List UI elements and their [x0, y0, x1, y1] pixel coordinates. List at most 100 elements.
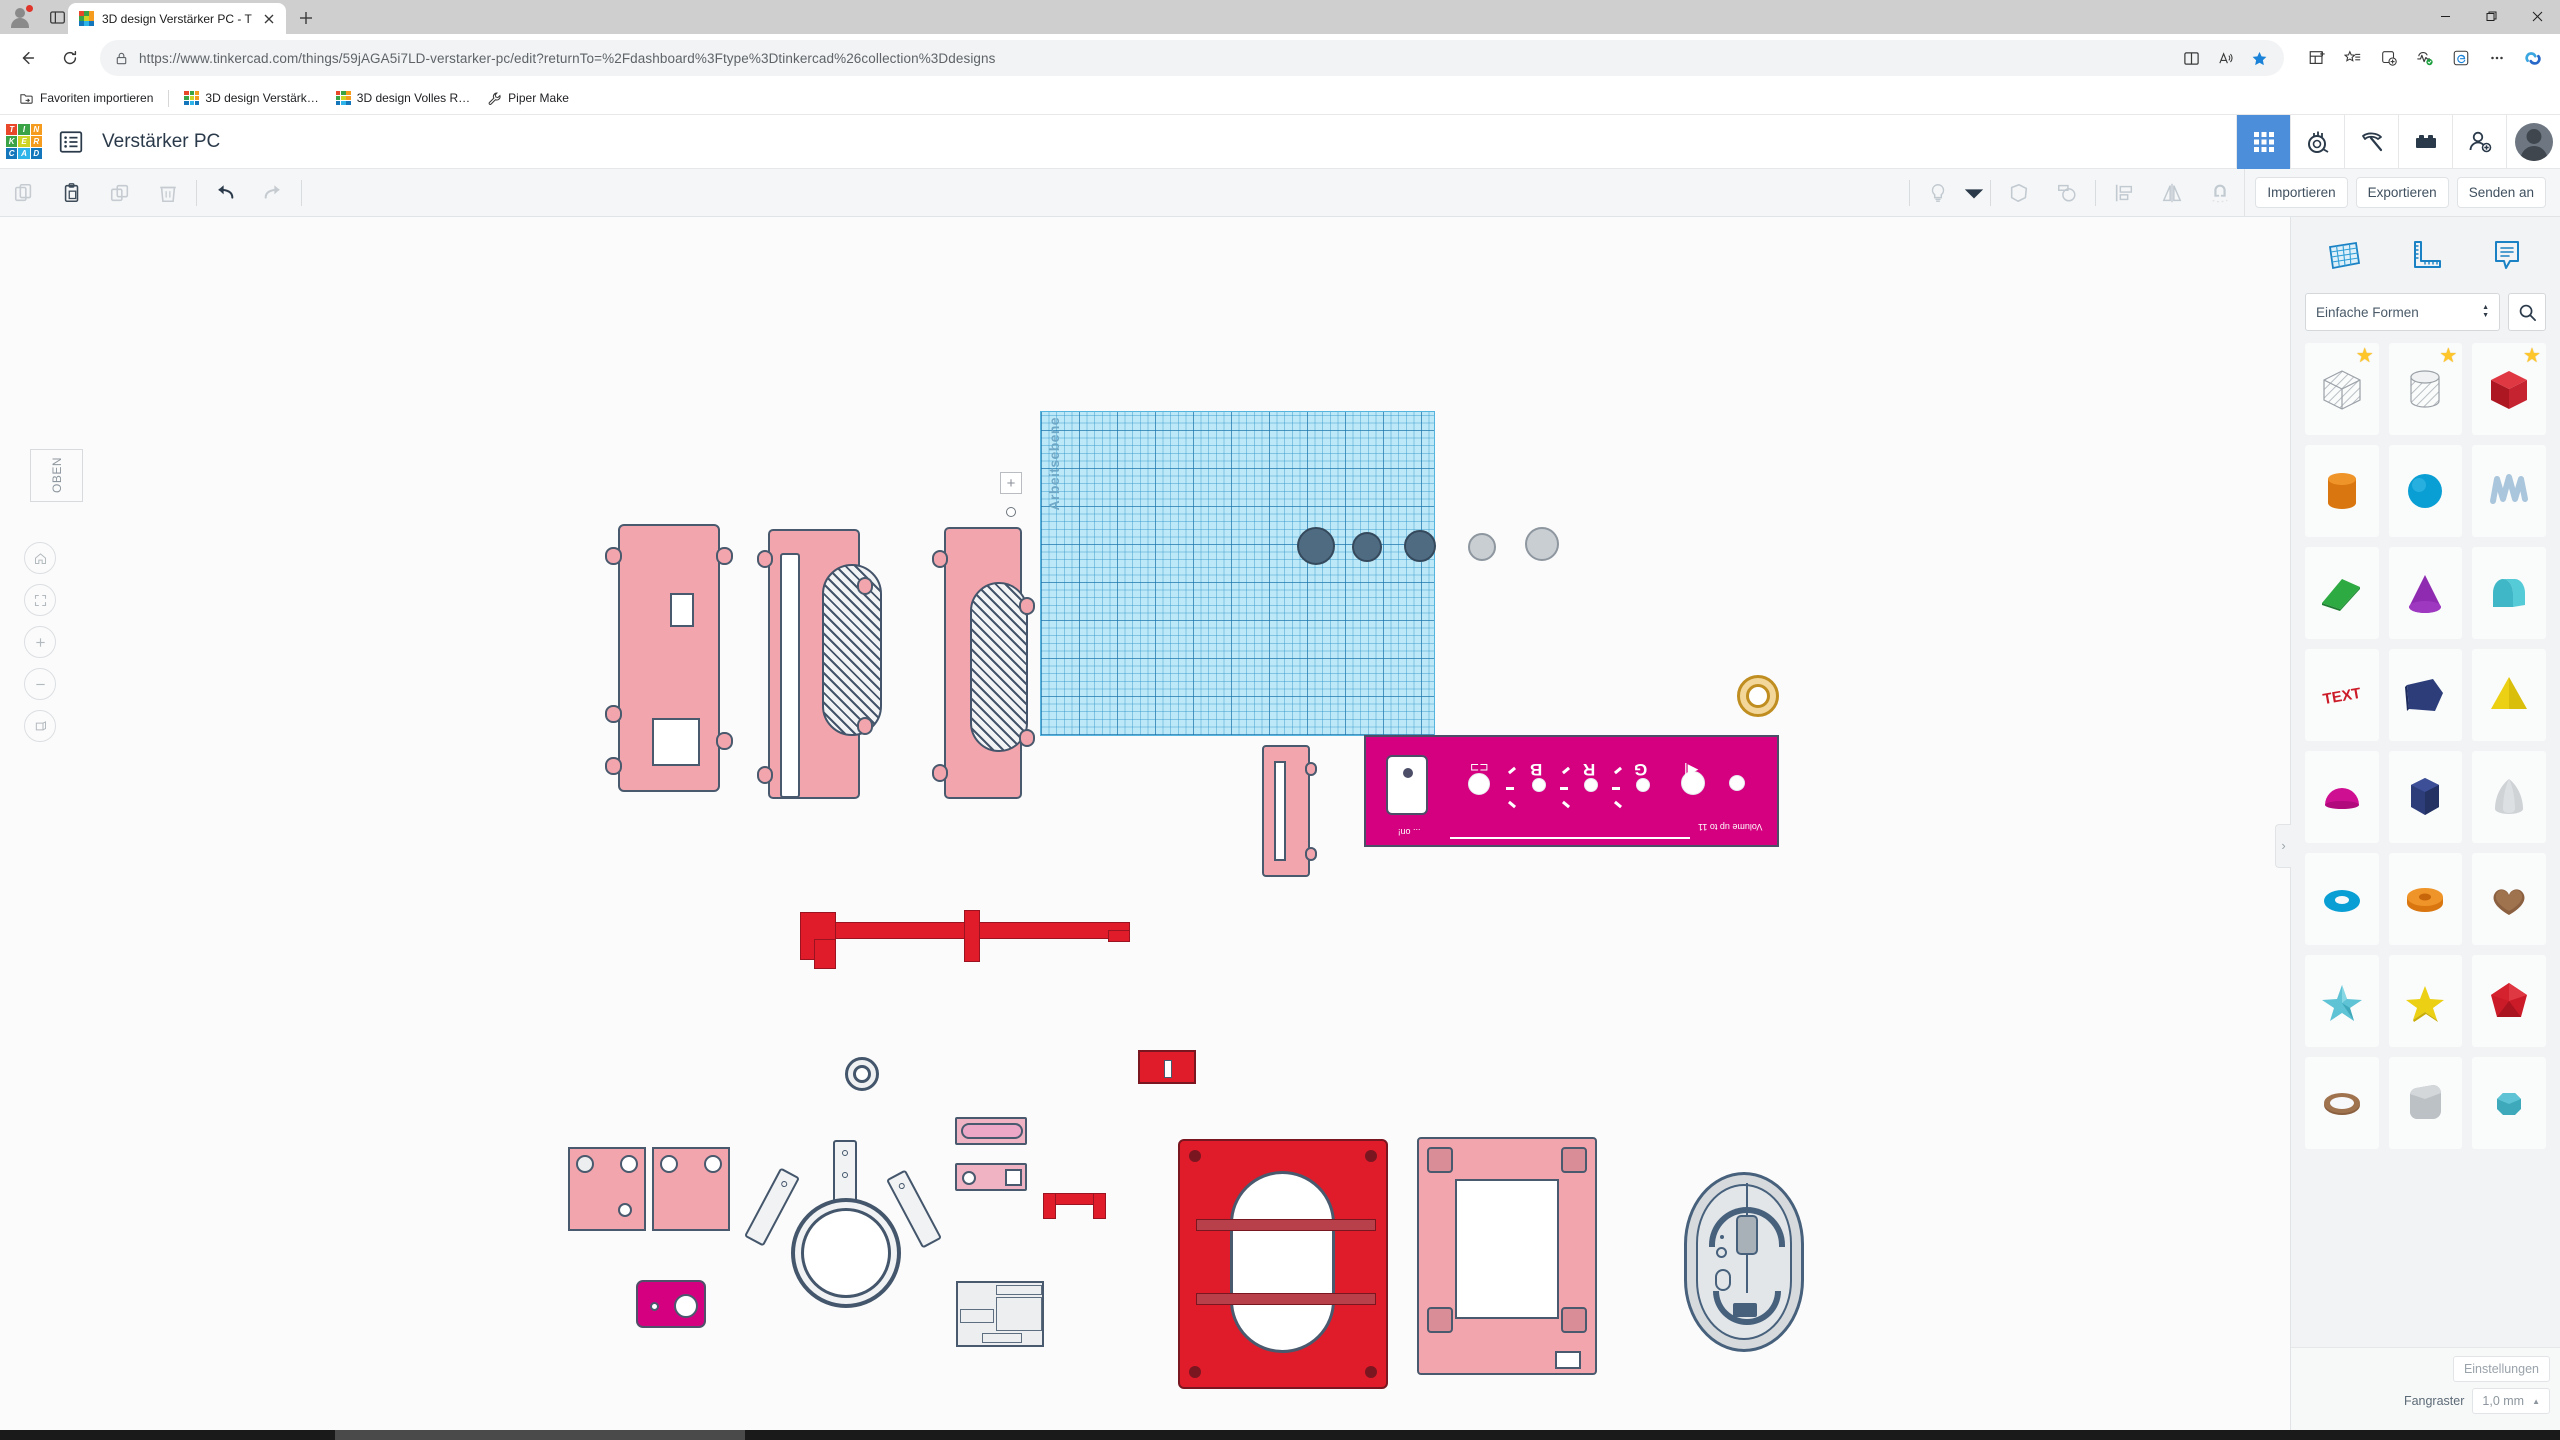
workplane-add-button[interactable]: + [1000, 472, 1022, 494]
pink-plate-middle[interactable] [768, 529, 860, 799]
shape-item-star-yellow[interactable] [2388, 955, 2463, 1047]
panel-collapse-handle[interactable]: › [2275, 823, 2291, 868]
shape-item-cylinder-orange[interactable] [2305, 445, 2379, 537]
shape-item-heart-brown[interactable] [2472, 853, 2546, 945]
add-to-collection-icon[interactable] [2372, 41, 2406, 75]
zoom-out-icon[interactable] [24, 668, 56, 700]
grey-layout-block[interactable] [956, 1281, 1044, 1347]
shape-library[interactable]: ★ ★ ★ [2291, 343, 2560, 1430]
page-title[interactable]: Verstärker PC [102, 130, 221, 152]
avatar[interactable] [2506, 115, 2560, 169]
slot-part-bottom[interactable] [955, 1163, 1027, 1191]
internet-explorer-icon[interactable] [2444, 41, 2478, 75]
red-small-leg[interactable] [1043, 1193, 1056, 1219]
import-button[interactable]: Importieren [2255, 177, 2348, 208]
settings-button[interactable]: Einstellungen [2452, 1356, 2550, 1382]
lego-brick-icon[interactable] [2398, 115, 2452, 169]
shape-item-gem-teal[interactable] [2472, 1057, 2546, 1149]
shape-item-cylinder-hole[interactable]: ★ [2388, 343, 2463, 435]
blocks-grid-icon[interactable] [2236, 115, 2290, 169]
tab-close-icon[interactable] [260, 10, 278, 28]
workplane-tab[interactable] [2319, 233, 2369, 277]
shape-item-pyramid-yellow[interactable] [2472, 649, 2546, 741]
address-bar[interactable]: https://www.tinkercad.com/things/59jAGA5… [100, 40, 2284, 76]
magenta-block[interactable] [636, 1280, 706, 1328]
pink-frame-plate[interactable] [1417, 1137, 1597, 1375]
shape-search-button[interactable] [2508, 293, 2546, 331]
shape-item-sphere-blue[interactable] [2388, 445, 2463, 537]
shape-item-box-red[interactable]: ★ [2472, 343, 2546, 435]
washer-ring-outer[interactable] [845, 1057, 879, 1091]
redo-icon[interactable] [249, 169, 297, 217]
red-chip[interactable] [1138, 1050, 1196, 1084]
shape-item-polyhedron-red[interactable] [2472, 955, 2546, 1047]
shape-item-star3d-teal[interactable] [2305, 955, 2379, 1047]
red-bracket-end[interactable] [1108, 930, 1130, 942]
align-icon[interactable] [2100, 169, 2148, 217]
mouse-body-shape[interactable] [1684, 1172, 1804, 1352]
shape-item-box-hole[interactable]: ★ [2305, 343, 2379, 435]
bookmark-piper-make[interactable]: Piper Make [480, 88, 576, 109]
copy-icon[interactable] [0, 169, 48, 217]
bookmark-import-favorites[interactable]: Favoriten importieren [12, 88, 160, 109]
copilot-icon[interactable] [2408, 41, 2442, 75]
view-cube[interactable]: OBEN [30, 449, 83, 502]
tinkercad-logo[interactable]: T I N K E R C A D [6, 123, 42, 160]
bookmark-tinkercad-1[interactable]: 3D design Verstärk… [177, 88, 325, 109]
back-arrow-icon[interactable] [10, 40, 46, 76]
shape-item-roundedcube-gray[interactable] [2388, 1057, 2463, 1149]
cylinder-part-light[interactable] [1525, 527, 1559, 561]
notes-tab[interactable] [2482, 233, 2532, 277]
browser-essentials-icon[interactable] [2300, 41, 2334, 75]
shape-item-tube-orange[interactable] [2388, 853, 2463, 945]
red-shell-plate[interactable] [1178, 1139, 1388, 1389]
shape-item-paraboloid-white[interactable] [2472, 751, 2546, 843]
minimize-button[interactable] [2422, 0, 2468, 32]
minecraft-pickaxe-icon[interactable] [2344, 115, 2398, 169]
ungroup-icon[interactable] [2043, 169, 2091, 217]
microsoft-copilot-icon[interactable] [2516, 41, 2550, 75]
magenta-front-panel[interactable]: B R G ◀| ⊏⊐ ... on! Volume up to 11 [1364, 735, 1779, 847]
export-button[interactable]: Exportieren [2355, 177, 2449, 208]
cylinder-part[interactable] [1297, 527, 1335, 565]
shape-item-wedge-green[interactable] [2305, 547, 2379, 639]
scrollbar-thumb[interactable] [335, 1430, 745, 1440]
shape-item-torus-blue[interactable] [2305, 853, 2379, 945]
split-screen-icon[interactable] [2176, 43, 2206, 73]
hole-oval-middle[interactable] [822, 564, 882, 736]
dropdown-caret-icon[interactable] [1962, 169, 1986, 217]
shape-item-hexprism-navy[interactable] [2388, 751, 2463, 843]
gear-dial-assembly[interactable] [743, 1140, 943, 1325]
shape-item-polygon-navy[interactable] [2388, 649, 2463, 741]
shape-item-roof-teal[interactable] [2472, 547, 2546, 639]
paste-icon[interactable] [48, 169, 96, 217]
group-icon[interactable] [1995, 169, 2043, 217]
workplane-handle[interactable] [1006, 507, 1016, 517]
pink-bracket-b[interactable] [652, 1147, 730, 1231]
cylinder-part[interactable] [1352, 532, 1382, 562]
shape-item-ring-brown[interactable] [2305, 1057, 2379, 1149]
red-bracket-foot[interactable] [814, 939, 836, 969]
read-aloud-icon[interactable] [2210, 43, 2240, 73]
hole-oval-right[interactable] [970, 582, 1028, 752]
more-options-icon[interactable] [2480, 41, 2514, 75]
ruler-tab[interactable] [2400, 233, 2450, 277]
red-bracket-mid[interactable] [964, 910, 980, 962]
bookmark-tinkercad-2[interactable]: 3D design Volles R… [329, 88, 477, 109]
shape-category-select[interactable]: Einfache Formen ▲▼ [2305, 293, 2500, 331]
close-window-button[interactable] [2514, 0, 2560, 32]
cylinder-part[interactable] [1404, 530, 1436, 562]
lightbulb-icon[interactable] [1914, 169, 1962, 217]
send-to-button[interactable]: Senden an [2456, 177, 2546, 208]
home-view-icon[interactable] [24, 542, 56, 574]
mirror-icon[interactable] [2148, 169, 2196, 217]
spiral-part[interactable] [1737, 675, 1779, 717]
pink-plate-left[interactable] [618, 524, 720, 792]
red-small-leg[interactable] [1093, 1193, 1106, 1219]
maximize-restore-button[interactable] [2468, 0, 2514, 32]
workplane-magnet-icon[interactable] [2196, 169, 2244, 217]
snapgrid-select[interactable]: 1,0 mm ▲ [2472, 1388, 2550, 1414]
browser-tab[interactable]: 3D design Verstärker PC - Tinkerc [68, 3, 286, 34]
favorite-star-icon[interactable] [2244, 43, 2274, 73]
undo-icon[interactable] [201, 169, 249, 217]
